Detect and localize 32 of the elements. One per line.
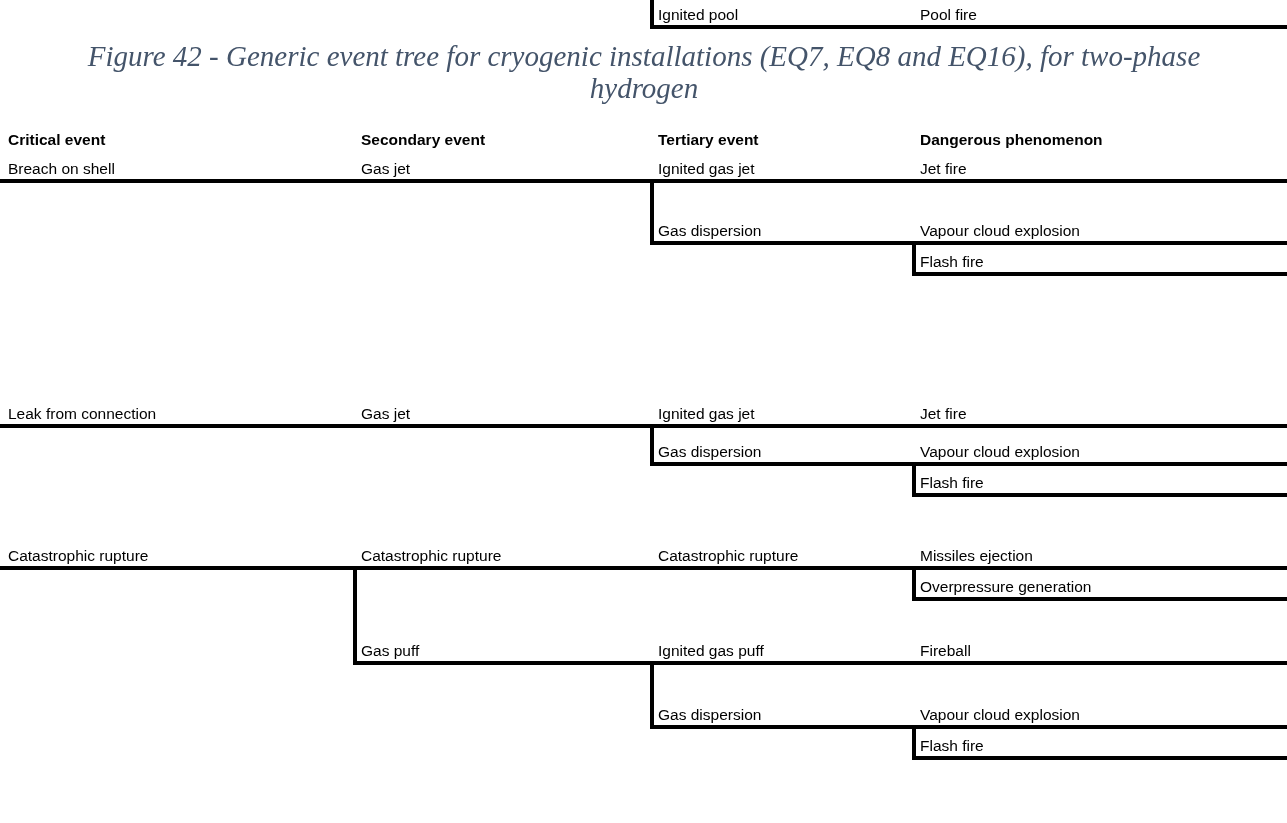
event-text: Gas dispersion <box>658 705 762 725</box>
event-text: Ignited pool <box>658 5 739 25</box>
event-text: Vapour cloud explosion <box>920 705 1080 725</box>
event-text: Catastrophic rupture <box>658 546 799 566</box>
figure-caption: Figure 42 - Generic event tree for cryogenic installations (EQ7, EQ8 and EQ16), for two-phase hydrogen <box>86 40 1202 104</box>
event-text: Vapour cloud explosion <box>920 442 1080 462</box>
event-text: Leak from connection <box>8 404 157 424</box>
event-text: Flash fire <box>920 736 984 756</box>
column-header: Critical event <box>7 130 106 150</box>
event-text: Ignited gas jet <box>658 159 755 179</box>
event-text: Gas jet <box>361 404 411 424</box>
event-text: Jet fire <box>920 404 967 424</box>
event-text: Fireball <box>920 641 971 661</box>
event-text: Flash fire <box>920 473 984 493</box>
event-text: Ignited gas jet <box>658 404 755 424</box>
event-text: Catastrophic rupture <box>361 546 502 566</box>
column-header: Secondary event <box>360 130 486 150</box>
event-text: Pool fire <box>920 5 977 25</box>
event-text: Gas puff <box>361 641 420 661</box>
event-text: Missiles ejection <box>920 546 1033 566</box>
event-text: Ignited gas puff <box>658 641 764 661</box>
event-text: Overpressure generation <box>920 577 1092 597</box>
event-text: Catastrophic rupture <box>8 546 149 566</box>
column-header: Dangerous phenomenon <box>919 130 1103 150</box>
event-text: Jet fire <box>920 159 967 179</box>
event-text: Flash fire <box>920 252 984 272</box>
event-text: Vapour cloud explosion <box>920 221 1080 241</box>
event-text: Gas dispersion <box>658 442 762 462</box>
event-text: Gas jet <box>361 159 411 179</box>
event-text: Gas dispersion <box>658 221 762 241</box>
event-text: Breach on shell <box>8 159 115 179</box>
column-header: Tertiary event <box>657 130 759 150</box>
